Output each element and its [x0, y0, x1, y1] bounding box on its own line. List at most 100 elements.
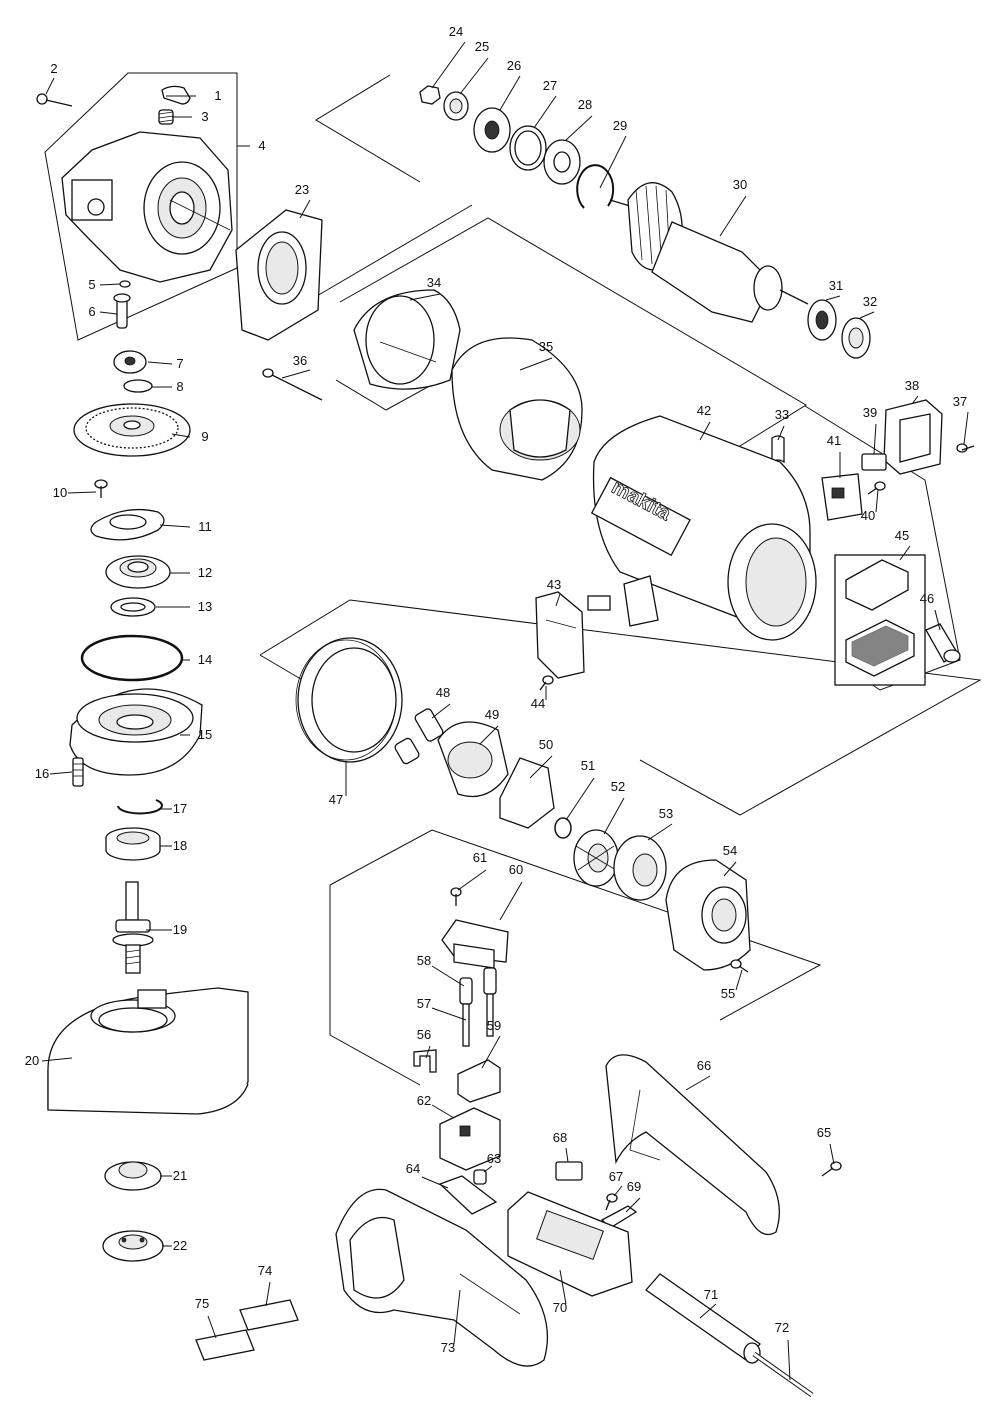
callout-label-64: 64 — [406, 1161, 420, 1176]
part-37-screw — [956, 443, 975, 453]
callout-leader-73 — [453, 1289, 461, 1345]
callout-leader-34 — [409, 293, 441, 301]
callout-leader-54 — [723, 861, 737, 877]
callout-label-46: 46 — [920, 591, 934, 606]
callout-label-38: 38 — [905, 378, 919, 393]
part-63-spring — [473, 1169, 487, 1185]
callout-leader-24 — [431, 41, 466, 89]
callout-label-24: 24 — [449, 24, 463, 39]
callout-label-36: 36 — [293, 353, 307, 368]
callout-label-4: 4 — [258, 138, 265, 153]
callout-label-17: 17 — [173, 801, 187, 816]
callout-leader-31 — [825, 295, 841, 301]
part-57-pin — [462, 993, 494, 1047]
callout-label-58: 58 — [417, 953, 431, 968]
callout-label-39: 39 — [863, 405, 877, 420]
part-67-screw — [605, 1193, 618, 1211]
callout-leader-51 — [565, 777, 595, 821]
part-61-screw — [450, 887, 462, 906]
callout-leader-32 — [859, 311, 875, 319]
part-4-gear-housing — [61, 131, 233, 283]
callout-leader-53 — [647, 823, 673, 841]
callout-label-74: 74 — [258, 1263, 272, 1278]
part-42-motor-housing: makita — [590, 415, 817, 641]
callout-leader-67 — [613, 1185, 623, 1197]
callout-label-20: 20 — [25, 1053, 39, 1068]
callout-label-8: 8 — [176, 379, 183, 394]
part-17-retaining-ring — [117, 799, 163, 815]
callout-label-34: 34 — [427, 275, 441, 290]
part-16-hex-bolt — [72, 757, 84, 787]
part-26-ball-bearing — [473, 107, 511, 153]
callout-label-56: 56 — [417, 1027, 431, 1042]
part-51-o-ring — [554, 817, 572, 839]
callout-label-10: 10 — [53, 485, 67, 500]
callout-label-27: 27 — [543, 78, 557, 93]
callout-leader-6 — [99, 311, 118, 315]
part-46-rubber-pin — [925, 623, 961, 663]
part-7-ball-bearing — [113, 350, 147, 374]
part-8-retaining-ring — [123, 379, 153, 393]
callout-leader-52 — [603, 797, 625, 835]
callout-label-28: 28 — [578, 97, 592, 112]
callout-label-66: 66 — [697, 1058, 711, 1073]
part-29-retaining-ring — [576, 164, 615, 209]
callout-leader-48 — [431, 703, 451, 719]
part-30-armature — [609, 182, 809, 323]
part-40-screw — [867, 481, 886, 495]
part-3-spring — [158, 109, 174, 125]
callout-leader-37 — [963, 411, 969, 445]
part-75-label — [195, 1329, 255, 1361]
callout-label-31: 31 — [829, 278, 843, 293]
callout-leader-40 — [875, 489, 879, 513]
callout-label-11: 11 — [198, 519, 212, 534]
part-36-long-screw — [262, 368, 323, 401]
part-39-carbon-brush — [861, 453, 887, 471]
callout-leader-75 — [207, 1315, 217, 1339]
callout-leader-65 — [829, 1143, 835, 1165]
part-47-rubber-ring — [295, 637, 403, 763]
part-62-switch — [439, 1107, 501, 1171]
callout-leader-50 — [529, 755, 553, 779]
part-14-o-ring — [80, 634, 184, 682]
callout-label-59: 59 — [487, 1018, 501, 1033]
callout-leader-49 — [479, 725, 499, 745]
callout-label-41: 41 — [827, 433, 841, 448]
callout-label-57: 57 — [417, 996, 431, 1011]
callout-leader-7 — [147, 361, 173, 365]
callout-label-67: 67 — [609, 1169, 623, 1184]
callout-label-23: 23 — [295, 182, 309, 197]
part-56-clip — [413, 1049, 437, 1073]
callout-leader-68 — [565, 1147, 569, 1163]
callout-leader-58 — [431, 965, 465, 987]
part-22-lock-nut — [102, 1230, 164, 1262]
part-44-screw — [539, 675, 554, 691]
part-65-screw — [821, 1161, 842, 1177]
bearing-group-outline — [315, 74, 421, 183]
part-19-spindle — [112, 881, 154, 974]
callout-leader-9 — [171, 433, 191, 438]
callout-leader-64 — [421, 1176, 449, 1189]
callout-leader-2 — [45, 77, 55, 95]
part-10-screw — [94, 479, 108, 498]
part-49-rubber-coupling — [437, 721, 509, 798]
callout-label-2: 2 — [50, 61, 57, 76]
bearing-group-outline-lower — [309, 204, 473, 301]
callout-label-13: 13 — [198, 599, 212, 614]
part-73-handle-housing — [335, 1188, 549, 1367]
callout-leader-28 — [565, 115, 593, 141]
callout-leader-16 — [49, 771, 73, 775]
callout-label-45: 45 — [895, 528, 909, 543]
callout-leader-42 — [699, 421, 711, 441]
callout-label-32: 32 — [863, 294, 877, 309]
callout-label-35: 35 — [539, 339, 553, 354]
part-45-dust-filter — [834, 554, 926, 686]
callout-label-73: 73 — [441, 1340, 455, 1355]
callout-leader-57 — [431, 1007, 467, 1021]
part-53-fan-flange — [613, 835, 667, 901]
callout-label-70: 70 — [553, 1300, 567, 1315]
callout-label-40: 40 — [861, 508, 875, 523]
callout-label-15: 15 — [198, 727, 212, 742]
parts: makita — [36, 85, 975, 1398]
callout-label-69: 69 — [627, 1179, 641, 1194]
